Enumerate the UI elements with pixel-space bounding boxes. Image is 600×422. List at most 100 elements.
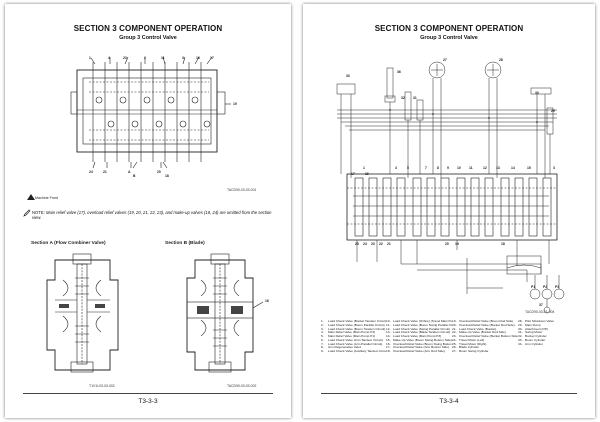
legend-item-number: 34-: [518, 342, 523, 346]
legend-item-number: 30-: [518, 327, 523, 331]
legend-item: 14-Load Check Valve (Main Pump P3): [386, 335, 452, 339]
legend-item-text: Boom Swing Cylinder: [459, 350, 489, 353]
callout-23: 23: [371, 242, 375, 246]
callout-2: 2: [144, 56, 146, 60]
legend-item-number: 3-: [321, 327, 324, 331]
legend-item: 9-Load Check Valve (Auxiliary Tandem Cir…: [321, 350, 386, 354]
legend-item-number: 2-: [321, 323, 324, 327]
callout-7: 7: [425, 166, 427, 170]
legend-item: 24-Travel Motor (Left): [452, 339, 518, 343]
callout-24: 24: [363, 242, 367, 246]
callout-16: 16: [196, 56, 200, 60]
callout-32: 32: [401, 96, 405, 100]
section-a-title: Section A (Flow Combiner Valve): [31, 241, 106, 246]
legend-item-text: Load Check Valve (Blade Tandem Circuit): [393, 331, 451, 335]
legend-item: 1- Load Check Valve (Bucket Tandem Circui…: [321, 320, 386, 324]
legend-item: 29-Main Pump: [518, 324, 581, 328]
legend-item-text: Load Check Valve (Auxiliary Tandem Circu…: [328, 350, 386, 353]
section-title: SECTION 3 COMPONENT OPERATION: [73, 24, 223, 33]
legend-item-text: Load Check Valve (Swing Parallel Circuit…: [393, 327, 451, 331]
legend-item: 7-Load Check Valve (Arm Parallel Circuit…: [321, 343, 386, 347]
pump-callout-37: 37: [539, 303, 543, 307]
callout-9: 9: [447, 166, 449, 170]
legend-item-text: Load Check Valve (Main Pump P3): [393, 335, 442, 338]
legend-item-number: 28-: [518, 320, 523, 323]
section-title: SECTION 3 COMPONENT OPERATION: [374, 24, 524, 33]
callout-12: 12: [483, 166, 487, 170]
legend-item-number: 10-: [386, 320, 391, 323]
control-valve-top-figure: [70, 56, 231, 169]
legend-item-text: Make-Up Valve (Boom Swing Bottom Side): [393, 338, 452, 342]
legend-item: 25-Travel Motor (Right): [452, 343, 518, 347]
legend-item: 32-Bucket Cylinder: [518, 335, 581, 339]
legend-item-text: Arm Regenerative Valve: [328, 346, 362, 350]
legend-item-number: 21-: [452, 327, 457, 331]
legend-item-number: 33-: [518, 338, 523, 342]
footer-rule: [321, 393, 577, 394]
legend-item: 8- Arm Regenerative Valve: [321, 346, 386, 350]
callout-27: 27: [443, 58, 447, 62]
callout-19: 19: [233, 102, 237, 106]
section-b-title: Section B (Blade): [165, 241, 205, 246]
legend-item: 18-Overload Relief Valve (Arm Rod Side): [386, 350, 452, 354]
callout-8: 8: [437, 166, 439, 170]
callout-36: 36: [397, 70, 401, 74]
callout-18: 18: [165, 174, 169, 178]
callout-15: 15: [527, 166, 531, 170]
legend-item: 31-Swing Motor: [518, 331, 581, 335]
page-number: T3-3-3: [138, 398, 158, 405]
legend-item-number: 15-: [386, 338, 391, 342]
legend-item-number: 6-: [321, 338, 324, 342]
callout-31: 31: [413, 96, 417, 100]
legend-item-number: 23-: [452, 335, 457, 338]
legend-item-text: Load Check Valve (Orifice) (Travel Main …: [393, 320, 452, 323]
callout-11: 11: [161, 56, 165, 60]
callout-17: 17: [351, 172, 355, 176]
callout-5: 5: [407, 166, 409, 170]
legend-item-text: Bucket Cylinder: [525, 335, 547, 338]
legend-item-text: Load Check Valve (Bucket Tandem Circuit): [328, 320, 386, 323]
callout-20: 20: [157, 170, 161, 174]
legend-item: 11-Load Check Valve (Boom Swing Parallel…: [386, 324, 452, 328]
component-legend: 1- Load Check Valve (Bucket Tandem Circui…: [321, 320, 581, 354]
callout-17: 17: [210, 56, 214, 60]
legend-item-text: Main Pump: [525, 323, 541, 327]
legend-item-number: 1-: [321, 320, 324, 323]
callout-28: 28: [499, 58, 503, 62]
callout-20: 20: [445, 242, 449, 246]
callout-4: 4: [108, 56, 110, 60]
legend-item-text: Load Check Valve (Arm Parallel Circuit): [328, 342, 383, 346]
note-label: NOTE:: [32, 210, 45, 215]
legend-item-number: 8-: [321, 346, 324, 350]
legend-item: 2-Load Check Valve (Boom Parallel Circui…: [321, 324, 386, 328]
callout-18: 18: [501, 242, 505, 246]
callout-11: 11: [469, 166, 473, 170]
right-manual-page: SECTION 3 COMPONENT OPERATION Group 3 Co…: [303, 4, 595, 418]
legend-item-number: 4-: [321, 331, 324, 335]
legend-item: 4-Main Relief Valve (Main Pump P3): [321, 331, 386, 335]
legend-item-number: 13-: [386, 331, 391, 335]
legend-item: 12-Load Check Valve (Swing Parallel Circ…: [386, 328, 452, 332]
legend-item: 19-Overload Relief Valve (Boom Rod Side): [452, 320, 518, 324]
legend-item-number: 32-: [518, 335, 523, 338]
pump-p2-label: P2: [543, 285, 548, 289]
machine-front-arrow-icon: [27, 194, 35, 200]
legend-item: 16-Overload Relief Valve (Boom Swing Bot…: [386, 343, 452, 347]
legend-item-text: Pilot Shutdown Valve: [525, 320, 555, 323]
section-a-figure: [46, 253, 119, 373]
legend-item-text: Load Check Valve (Bucket): [459, 327, 497, 331]
legend-item: 26-Blade Cylinder: [452, 346, 518, 350]
legend-item-text: Boom Cylinder: [525, 338, 546, 342]
legend-empty-cell: [518, 350, 581, 354]
footer-rule: [23, 393, 273, 394]
legend-item-text: Overload Relief Valve (Arm Rod Side): [393, 350, 445, 353]
legend-item-text: Overload Relief Valve (Bucket Bottom Sid…: [459, 335, 518, 338]
legend-item: 28-Pilot Shutdown Valve: [518, 320, 581, 324]
legend-item-number: 24-: [452, 338, 457, 342]
section-b-callout-16: 16: [265, 299, 269, 303]
legend-item-number: 22-: [452, 331, 457, 335]
legend-item: 13-Load Check Valve (Blade Tandem Circui…: [386, 331, 452, 335]
callout-A: A: [128, 170, 131, 174]
callout-23: 23: [123, 56, 127, 60]
callout-10: 10: [457, 166, 461, 170]
